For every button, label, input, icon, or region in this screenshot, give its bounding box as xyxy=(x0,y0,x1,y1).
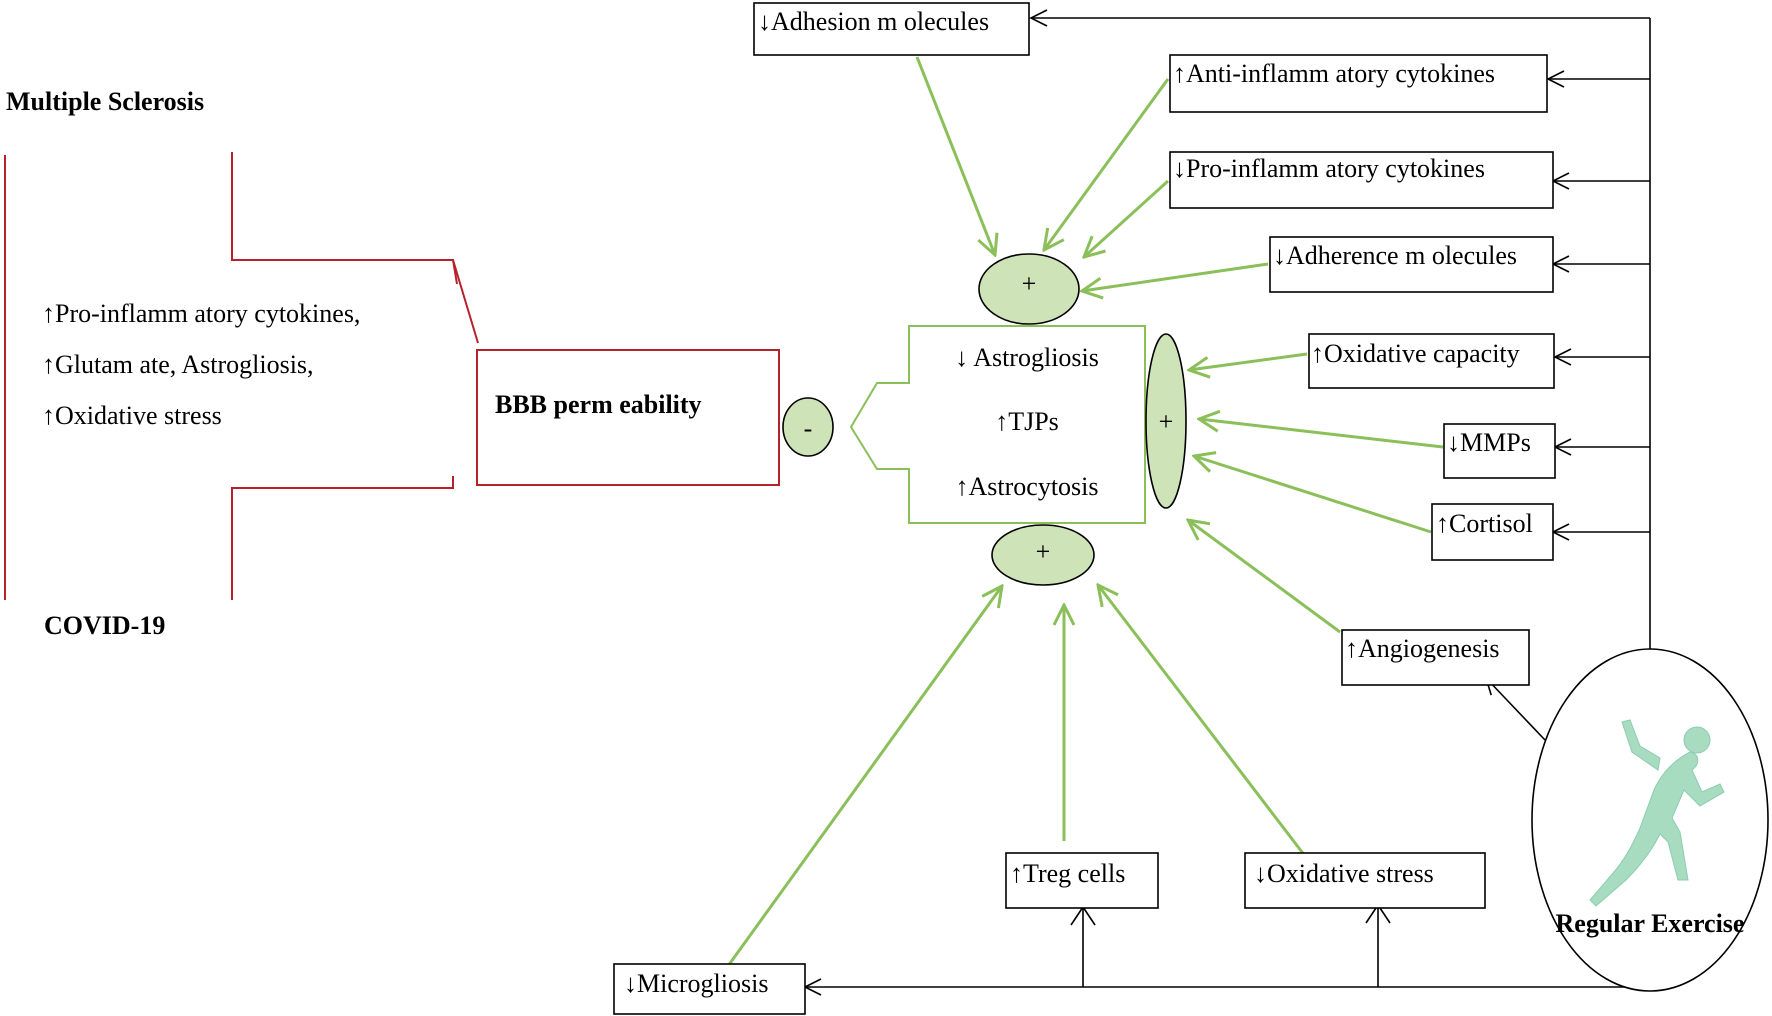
exercise-connectors xyxy=(803,9,1651,996)
factor-line-1: ↑Pro-inflamm atory cytokines, xyxy=(42,299,360,328)
effect-anti-inflammatory-label: ↑Anti-inflamm atory cytokines xyxy=(1173,59,1495,88)
plus-node-right xyxy=(1145,333,1187,509)
arrow-adherence xyxy=(1082,262,1269,291)
effect-pro-inflammatory-box: ↓Pro-inflamm atory cytokines xyxy=(1169,151,1554,209)
arrow-microgliosis xyxy=(726,586,1002,967)
effect-microgliosis-box: ↓Microgliosis xyxy=(613,963,806,1015)
effect-cortisol-label: ↑Cortisol xyxy=(1436,509,1533,538)
effect-oxidative-stress-label: ↓Oxidative stress xyxy=(1254,859,1434,888)
effect-adherence-box: ↓Adherence m olecules xyxy=(1269,236,1554,293)
outcome-tjps: ↑TJPs xyxy=(995,407,1059,436)
plus-node-bottom xyxy=(991,524,1095,586)
effect-angiogenesis-label: ↑Angiogenesis xyxy=(1345,634,1500,663)
bbb-label: BBB perm eability xyxy=(495,390,702,419)
effect-pro-inflammatory-label: ↓Pro-inflamm atory cytokines xyxy=(1173,154,1485,183)
runner-icon xyxy=(1589,719,1725,907)
effect-treg-box: ↑Treg cells xyxy=(1005,852,1159,909)
effect-mmps-box: ↓MMPs xyxy=(1443,423,1556,479)
outcome-block-arrow xyxy=(849,325,1146,524)
outcome-astrocytosis: ↑Astrocytosis xyxy=(956,472,1099,501)
effect-anti-inflammatory-box: ↑Anti-inflamm atory cytokines xyxy=(1169,54,1548,113)
effect-treg-label: ↑Treg cells xyxy=(1010,859,1125,888)
arrow-cortisol xyxy=(1194,456,1432,534)
effect-cortisol-box: ↑Cortisol xyxy=(1431,503,1554,561)
arrow-oxidative-capacity xyxy=(1189,352,1308,370)
effect-oxidative-capacity-box: ↑Oxidative capacity xyxy=(1308,333,1555,389)
arrow-oxidative-stress xyxy=(1098,585,1307,857)
effect-oxidative-capacity-label: ↑Oxidative capacity xyxy=(1311,339,1520,368)
effect-angiogenesis-box: ↑Angiogenesis xyxy=(1341,629,1530,686)
exercise-label: Regular Exercise xyxy=(1556,909,1745,938)
outcome-astrogliosis: ↓ Astrogliosis xyxy=(955,343,1099,372)
minus-node xyxy=(782,397,834,457)
effect-adhesion-box: ↓Adhesion m olecules xyxy=(753,2,1030,56)
minus-sign: - xyxy=(804,414,813,443)
factor-line-2: ↑Glutam ate, Astrogliosis, xyxy=(42,350,314,379)
disease-bracket xyxy=(4,152,479,600)
plus-sign-bottom: + xyxy=(1036,537,1051,566)
factor-line-3: ↑Oxidative stress xyxy=(42,401,222,430)
green-arrows xyxy=(726,56,1444,967)
plus-sign-top: + xyxy=(1022,269,1037,298)
covid-label: COVID-19 xyxy=(44,611,165,640)
effect-adhesion-label: ↓Adhesion m olecules xyxy=(758,7,989,36)
arrow-mmps xyxy=(1199,419,1444,449)
arrow-anti-inflammatory xyxy=(1044,78,1170,250)
multiple-sclerosis-label: Multiple Sclerosis xyxy=(6,87,204,116)
plus-sign-right: + xyxy=(1159,407,1174,436)
connector-angiogenesis xyxy=(1484,676,1546,741)
disease-factors: ↑Pro-inflamm atory cytokines, ↑Glutam at… xyxy=(42,299,360,430)
effect-mmps-label: ↓MMPs xyxy=(1447,428,1531,457)
effect-adherence-label: ↓Adherence m olecules xyxy=(1273,241,1517,270)
effect-oxidative-stress-box: ↓Oxidative stress xyxy=(1244,852,1486,909)
arrow-adhesion xyxy=(915,56,995,255)
arrow-pro-inflammatory xyxy=(1084,179,1170,257)
arrow-angiogenesis xyxy=(1188,520,1341,634)
effect-microgliosis-label: ↓Microgliosis xyxy=(624,969,768,998)
bbb-box xyxy=(476,349,780,486)
